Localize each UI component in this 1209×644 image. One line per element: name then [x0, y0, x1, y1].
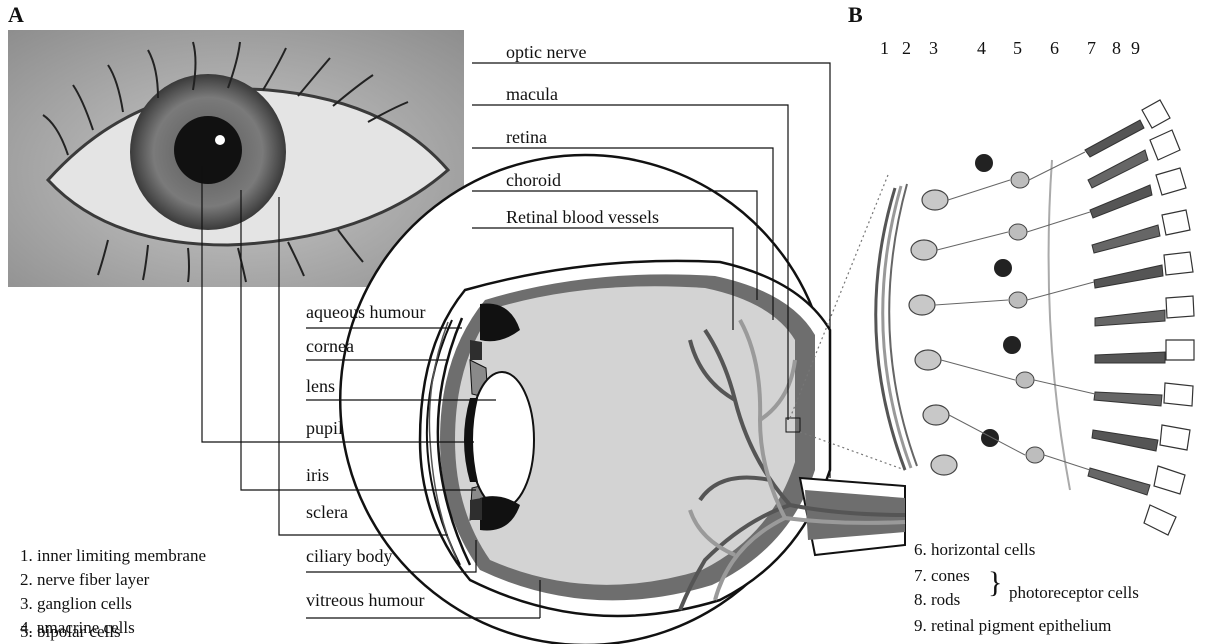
label-ciliary-body: ciliary body	[306, 546, 392, 566]
label-pupil: pupil	[306, 418, 343, 438]
layer-number-5: 5	[1013, 38, 1022, 58]
legend-item-5: 5. bipolar cells	[20, 622, 121, 642]
label-lens: lens	[306, 376, 335, 396]
layer-number-6: 6	[1050, 38, 1059, 58]
label-choroid: choroid	[506, 170, 561, 190]
legend-item-2: 2. nerve fiber layer	[20, 570, 149, 590]
photoreceptor-brace: }	[988, 568, 1002, 598]
layer-number-4: 4	[977, 38, 986, 58]
layer-number-7: 7	[1087, 38, 1096, 58]
legend-rods: 8. rods	[914, 590, 960, 610]
layer-number-9: 9	[1131, 38, 1140, 58]
legend-horizontal-cells: 6. horizontal cells	[914, 540, 1035, 560]
label-aqueous-humour: aqueous humour	[306, 302, 425, 322]
layer-number-2: 2	[902, 38, 911, 58]
label-cornea: cornea	[306, 336, 354, 356]
retina-layers	[876, 100, 1194, 535]
label-optic-nerve: optic nerve	[506, 42, 586, 62]
legend-item-3: 3. ganglion cells	[20, 594, 132, 614]
legend-item-1: 1. inner limiting membrane	[20, 546, 206, 566]
legend-retinal-pigment-epithelium: 9. retinal pigment epithelium	[914, 616, 1111, 636]
label-sclera: sclera	[306, 502, 348, 522]
layer-number-1: 1	[880, 38, 889, 58]
label-macula: macula	[506, 84, 558, 104]
label-retinal-blood-vessels: Retinal blood vessels	[506, 207, 659, 227]
layer-number-3: 3	[929, 38, 938, 58]
label-iris: iris	[306, 465, 329, 485]
legend-photoreceptor-cells: photoreceptor cells	[1009, 583, 1139, 603]
legend-cones: 7. cones	[914, 566, 970, 586]
label-vitreous-humour: vitreous humour	[306, 590, 425, 610]
label-retina: retina	[506, 127, 547, 147]
layer-number-8: 8	[1112, 38, 1121, 58]
